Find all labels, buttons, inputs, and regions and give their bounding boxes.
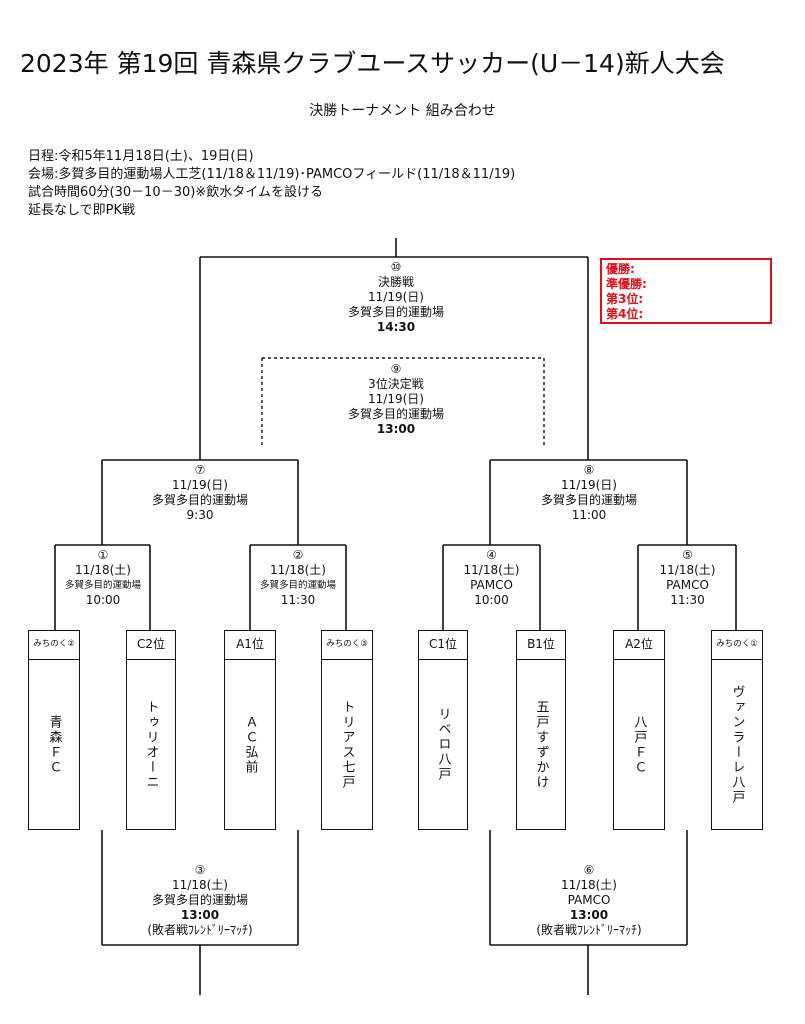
match-number: ④ <box>486 548 497 562</box>
match-time: 13:00 <box>180 908 220 922</box>
team-name: トゥリオーニ <box>143 699 159 790</box>
match-venue: 多賀多目的運動場 <box>64 580 141 591</box>
match-number: ⑥ <box>583 863 595 877</box>
match-number: ① <box>97 548 109 562</box>
winner-label: 優勝: <box>606 262 635 276</box>
seed-box: C2位 <box>126 630 176 660</box>
team-name: 青森ＦＣ <box>46 714 62 775</box>
page-title: 2023年 第19回 青森県クラブユースサッカー(U－14)新人大会 <box>20 49 725 78</box>
match-date: 11/19(日) <box>172 478 228 492</box>
match-venue: PAMCO <box>666 578 709 592</box>
match-10-info: ⑩ 決勝戦 11/19(日) 多賀多目的運動場 14:30 <box>296 260 496 335</box>
match-venue: 多賀多目的運動場 <box>151 493 248 507</box>
seed-box: みちのく① <box>711 630 763 660</box>
match-date: 11/19(日) <box>368 290 424 304</box>
team-name: 五戸すずかけ <box>533 699 549 790</box>
match-name: 決勝戦 <box>377 275 414 289</box>
match-5-info: ⑤ 11/18(土) PAMCO 11:30 <box>636 548 739 608</box>
venue-text: 会場:多賀多目的運動場人工芝(11/18＆11/19)･PAMCOフィールド(1… <box>28 167 516 182</box>
seed-box: みちのく② <box>28 630 80 660</box>
seed-box: A1位 <box>224 630 276 660</box>
schedule-text: 日程:令和5年11月18日(土)、19日(日) <box>28 149 254 164</box>
team-name: ＡＣ弘前 <box>242 714 258 775</box>
match-time: 13:00 <box>376 422 416 436</box>
match-time: 14:30 <box>376 320 416 334</box>
match-number: ⑦ <box>194 463 206 477</box>
match-number: ⑧ <box>583 463 595 477</box>
team-name: トリアス七戸 <box>339 699 355 790</box>
team-box: 八戸ＦＣ <box>613 659 665 830</box>
team-box: ヴァンラーレ八戸 <box>711 659 763 830</box>
match-number: ③ <box>194 863 206 877</box>
match-venue: 多賀多目的運動場 <box>259 580 336 591</box>
match-venue: 多賀多目的運動場 <box>347 305 444 319</box>
match-1-info: ① 11/18(土) 多賀多目的運動場 10:00 <box>52 548 154 608</box>
team-box: ＡＣ弘前 <box>224 659 276 830</box>
team-name: リベロ八戸 <box>435 707 451 782</box>
match-number: ② <box>292 548 304 562</box>
match-name: 3位決定戦 <box>368 377 424 391</box>
match-time: 13:00 <box>569 908 609 922</box>
seed-box: みちのく③ <box>321 630 373 660</box>
match-date: 11/19(日) <box>561 478 617 492</box>
seed-box: B1位 <box>516 630 566 660</box>
match-9-info: ⑨ 3位決定戦 11/19(日) 多賀多目的運動場 13:00 <box>296 362 496 437</box>
match-venue: 多賀多目的運動場 <box>540 493 637 507</box>
runner-up-label: 準優勝: <box>606 277 647 291</box>
match-venue: 多賀多目的運動場 <box>347 407 444 421</box>
results-box: 優勝: 準優勝: 第3位: 第4位: <box>600 258 772 324</box>
fourth-place-label: 第4位: <box>606 307 644 321</box>
match-2-info: ② 11/18(土) 多賀多目的運動場 11:30 <box>247 548 349 608</box>
team-name: ヴァンラーレ八戸 <box>729 684 745 805</box>
match-date: 11/18(土) <box>659 563 716 577</box>
match-time: 9:30 <box>186 508 214 522</box>
match-date: 11/18(土) <box>270 563 326 577</box>
match-time: 11:00 <box>571 508 607 522</box>
team-box: 五戸すずかけ <box>516 659 566 830</box>
match-venue: PAMCO <box>567 893 611 907</box>
match-6-info: ⑥ 11/18(土) PAMCO 13:00 (敗者戦ﾌﾚﾝﾄﾞﾘｰﾏｯﾁ) <box>489 863 689 938</box>
match-note: (敗者戦ﾌﾚﾝﾄﾞﾘｰﾏｯﾁ) <box>147 923 253 937</box>
third-place-label: 第3位: <box>606 292 644 306</box>
match-venue: PAMCO <box>470 578 513 592</box>
match-date: 11/18(土) <box>561 878 617 892</box>
team-box: トリアス七戸 <box>321 659 373 830</box>
pk-rule-text: 延長なしで即PK戦 <box>28 203 135 218</box>
match-time-text: 試合時間60分(30－10－30)※飲水タイムを設ける <box>28 185 323 200</box>
team-box: トゥリオーニ <box>126 659 176 830</box>
seed-box: A2位 <box>613 630 665 660</box>
match-4-info: ④ 11/18(土) PAMCO 10:00 <box>440 548 543 608</box>
match-time: 10:00 <box>474 593 509 607</box>
team-box: 青森ＦＣ <box>28 659 80 830</box>
match-date: 11/18(土) <box>75 563 131 577</box>
page-subtitle: 決勝トーナメント 組み合わせ <box>309 103 496 119</box>
match-venue: 多賀多目的運動場 <box>151 893 248 907</box>
match-time: 11:30 <box>280 593 316 607</box>
match-date: 11/18(土) <box>172 878 228 892</box>
match-time: 11:30 <box>670 593 705 607</box>
seed-box: C1位 <box>418 630 468 660</box>
team-box: リベロ八戸 <box>418 659 468 830</box>
match-number: ⑨ <box>390 362 402 376</box>
match-number: ⑩ <box>390 260 402 274</box>
match-note: (敗者戦ﾌﾚﾝﾄﾞﾘｰﾏｯﾁ) <box>536 923 642 937</box>
team-name: 八戸ＦＣ <box>631 714 647 775</box>
match-date: 11/19(日) <box>368 392 424 406</box>
match-date: 11/18(土) <box>463 563 520 577</box>
match-8-info: ⑧ 11/19(日) 多賀多目的運動場 11:00 <box>489 463 689 523</box>
match-3-info: ③ 11/18(土) 多賀多目的運動場 13:00 (敗者戦ﾌﾚﾝﾄﾞﾘｰﾏｯﾁ… <box>100 863 300 938</box>
match-7-info: ⑦ 11/19(日) 多賀多目的運動場 9:30 <box>100 463 300 523</box>
match-number: ⑤ <box>682 548 693 562</box>
match-time: 10:00 <box>85 593 121 607</box>
